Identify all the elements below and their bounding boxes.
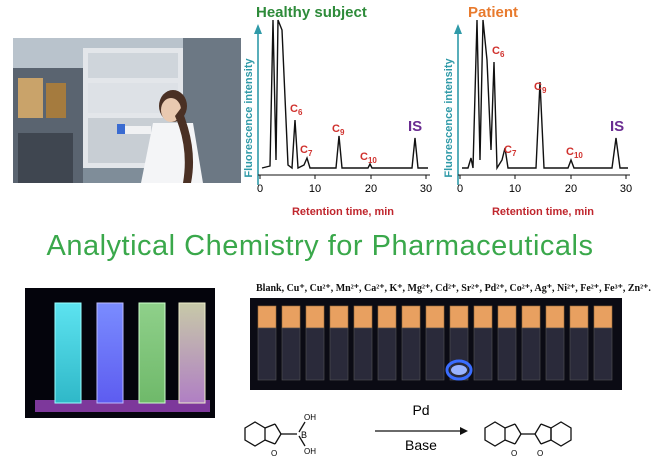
tick-label: 10 bbox=[509, 183, 521, 195]
peak-label: IS bbox=[610, 118, 624, 135]
chart-title: Patient bbox=[468, 4, 519, 21]
chart-xlabel: Retention time, min bbox=[292, 206, 394, 218]
peak-label: IS bbox=[408, 118, 422, 135]
cuvettes-photo bbox=[25, 288, 215, 418]
tick-label: 20 bbox=[565, 183, 577, 195]
oxygen-atom-product-2: O bbox=[537, 449, 543, 458]
page-title: Analytical Chemistry for Pharmaceuticals bbox=[46, 230, 594, 262]
oh-top: OH bbox=[304, 413, 316, 422]
lab-photo bbox=[13, 38, 241, 183]
tick-label: 10 bbox=[309, 183, 321, 195]
tick-label: 30 bbox=[420, 183, 432, 195]
peak-label: C9 bbox=[534, 81, 547, 95]
oxygen-atom: O bbox=[271, 449, 277, 458]
reaction-scheme: B OH OH O Pd Base O O bbox=[235, 398, 635, 470]
peak-label: C7 bbox=[504, 144, 517, 158]
peak-label: C6 bbox=[290, 103, 303, 117]
tick-label: 30 bbox=[620, 183, 632, 195]
catalyst-label: Pd bbox=[412, 402, 429, 418]
oxygen-atom-product-1: O bbox=[511, 449, 517, 458]
peak-label: C7 bbox=[300, 144, 313, 158]
vials-caption: Blank, Cu⁺, Cu²⁺, Mn²⁺, Ca²⁺, K⁺, Mg²⁺, … bbox=[256, 283, 651, 294]
tick-label: 20 bbox=[365, 183, 377, 195]
conditions-label: Base bbox=[405, 437, 437, 453]
peak-label: C9 bbox=[332, 123, 345, 137]
chart-xlabel: Retention time, min bbox=[492, 206, 594, 218]
chart-title: Healthy subject bbox=[256, 4, 367, 21]
chromatogram-patient: Patient Fluorescence intensity 0 10 20 3… bbox=[440, 0, 640, 225]
peak-label: C6 bbox=[492, 45, 505, 59]
peak-label: C10 bbox=[566, 146, 583, 160]
chart-ylabel: Fluorescence intensity bbox=[243, 58, 255, 178]
chromatogram-healthy: Healthy subject Fluorescence intensity 0… bbox=[240, 0, 440, 225]
boron-atom: B bbox=[301, 430, 307, 440]
oh-bottom: OH bbox=[304, 447, 316, 456]
tick-label: 0 bbox=[457, 183, 463, 195]
vials-photo bbox=[250, 298, 622, 390]
peak-label: C10 bbox=[360, 151, 377, 165]
chart-ylabel: Fluorescence intensity bbox=[443, 58, 455, 178]
tick-label: 0 bbox=[257, 183, 263, 195]
